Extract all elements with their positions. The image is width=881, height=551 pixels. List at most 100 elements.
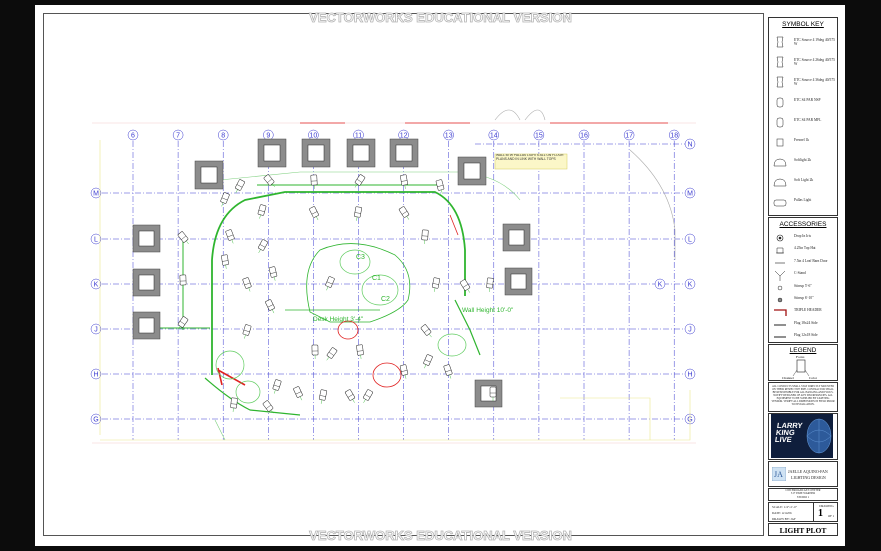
softlight-icon [773,158,787,167]
symbol-key-label: ETC Source 4 26deg 40/575 W [794,58,835,67]
par-icon [776,97,784,108]
camera-unit-box [502,223,531,252]
fixture-unit [309,206,319,221]
fixture-unit [179,274,187,290]
fixture-unit [272,379,282,394]
grid-bubble-row [684,278,696,290]
grid-bubble-row [684,323,696,335]
wall-note-text: WALL BTW PALLAS LIGHTS ALL ON FLOOR PLAN… [496,154,564,161]
yellow-guides [99,140,691,441]
scale-value: 1/4"=1'-0" [783,505,798,509]
camera-unit-box [132,268,161,297]
fixture-unit [435,179,445,194]
grid-col-label: 8 [221,133,225,140]
symbol-key-label: Softlight 2k [794,158,812,162]
grid-col-label: 6 [131,133,135,140]
designer-name: JAELLE AQUINO-FAN [788,469,828,474]
symbol-key-row: ETC Source 4 36deg 40/575 W [772,75,836,89]
drawing-number: 1 [818,508,823,519]
grid-row-label: L [94,237,98,244]
accessory-row: TRIPLE HEADER [772,305,836,319]
legend-panel: LEGEND Focus Channel Color [768,344,838,381]
grid-bubble-col [578,129,590,141]
symbol-key-row: Pallas Light [772,195,836,209]
grid-row-label: N [687,142,692,149]
fixture-unit [220,192,230,207]
grid-bubble-col [127,129,139,141]
c1-label: C1 [372,275,381,282]
notes-panel: ALL CONDUCTS SHALL STAY DIRECTLY MOUNTED… [768,382,838,412]
accessory-label: 4.25in Top Hat [794,246,816,251]
accessory-label: Stirrup 6'-10" [794,296,814,300]
fixture-unit [432,277,440,292]
grid-bubble-row [90,368,102,380]
accessory-row: 4.25in Top Hat [772,243,836,257]
triple-header-icon [774,309,787,317]
fixture-unit [326,347,338,361]
symbol-key-label: ETC S4 PAR NSP [794,98,821,102]
symbol-key-label: Soft Light 2k [794,178,814,182]
grid-bubble-row [684,233,696,245]
fixture-unit [221,254,229,269]
symbol-key-row: ETC Source 4 26deg 40/575 W [772,55,836,69]
grid-col-label: 7 [176,133,180,140]
grid-row-label: H [687,372,692,379]
grid-bubble-row [90,278,102,290]
fixture-unit [459,279,471,293]
fixture-unit [489,386,497,401]
wall-height-label: Wall Height 10'-0" [462,307,514,314]
symbol-key-row: ETC S4 PAR NSP [772,95,836,109]
symbol-key-row: Soft Light 2k [772,175,836,189]
camera-unit-box [301,138,331,168]
equipment-boxes [132,138,533,408]
fixtures [177,174,497,414]
fixture-unit [258,239,268,253]
fixture-unit [318,389,328,404]
accessory-label: Flag 12x18 Side [794,333,818,338]
symbol-key-label: ETC Source 4 19deg 40/575 W [794,38,835,47]
fresnel-icon [776,138,784,147]
grid-row-label: L [688,237,692,244]
accessory-row: Drop In Iris [772,231,836,245]
wall-note-box [494,153,568,170]
fixture-unit [399,364,409,379]
grid-bubble-col [443,129,454,141]
drawing-of: OF 1 [828,514,835,518]
camera-unit-box [389,138,419,168]
fixture-unit [398,206,410,220]
venue-line3: STUDIO 1 [796,495,810,499]
camera-unit-box [474,379,503,408]
fixture-unit [177,316,189,330]
show-logo-image: LARRY KING LIVE [771,414,833,458]
accessory-label: TRIPLE HEADER [794,308,822,313]
red-cluster [217,214,459,388]
accessory-row: 7.5in 4 Leaf Barn Door [772,256,836,270]
par-icon [776,117,784,128]
fixture-unit [400,174,408,189]
grid-bubble-col [668,129,680,141]
date-label: DATE: [772,511,782,515]
grid-bubble-row [90,233,102,245]
accessory-label: Drop In Iris [794,234,811,238]
sheet-title: LIGHT PLOT [779,526,827,535]
fixture-unit [423,354,433,369]
baby-stand-icon [777,285,783,290]
fixture-unit [486,277,494,292]
grid-bubble-row [684,187,696,199]
watermark-bottom: VECTORWORKS EDUCATIONAL VERSION [309,528,572,544]
accessory-label: Flag 18x24 Side [794,320,818,325]
drawing-info-panel: SCALE: 1/4"=1'-0" DATE: 4/14/06 DRAWN BY… [768,502,838,522]
fixture-unit [235,179,245,194]
fixture-unit [420,324,432,338]
legend-diagram: Focus Channel Color [782,355,818,380]
symbol-key-row: ETC Source 4 19deg 40/575 W [772,35,836,49]
watermark-top: VECTORWORKS EDUCATIONAL VERSION [309,10,572,26]
notes-text: ALL CONDUCTS SHALL STAY DIRECTLY MOUNTED… [771,385,835,406]
fixture-unit [177,231,189,245]
accessory-row: Flag 12x18 Side [772,330,836,344]
flag-icon [774,336,786,338]
softlight-icon [773,178,787,187]
camera-unit-box [346,138,376,168]
date-value: 4/14/06 [781,511,792,515]
